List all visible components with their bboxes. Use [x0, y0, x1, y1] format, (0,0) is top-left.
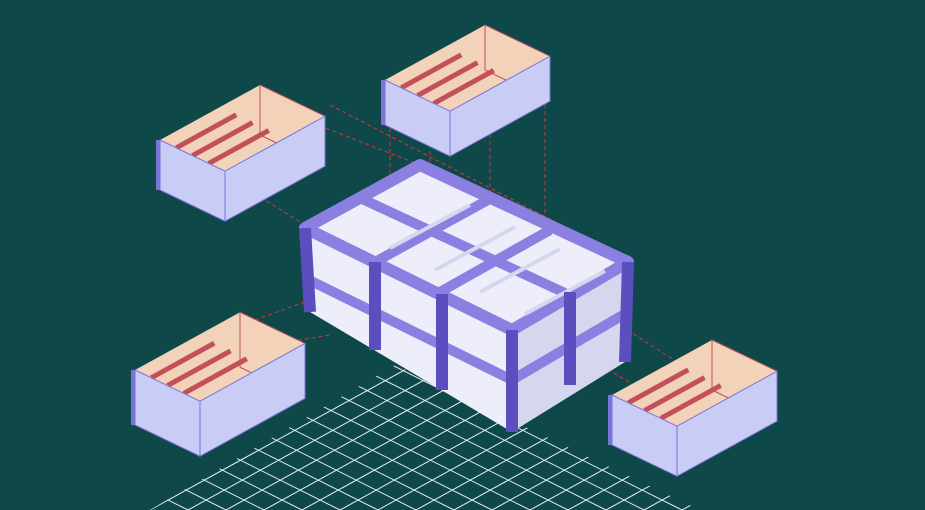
- grid-line: [0, 310, 112, 510]
- grid-line: [0, 290, 132, 510]
- room-corner: [381, 80, 385, 125]
- grid-line: [150, 365, 151, 510]
- grid-line: [0, 310, 74, 510]
- grid-line: [776, 310, 925, 510]
- module-top-center: [381, 24, 551, 158]
- grid-line: [167, 365, 569, 510]
- room-modules: [131, 24, 778, 478]
- grid-line: [225, 365, 627, 510]
- floor-slab-strip: [389, 203, 471, 250]
- floor-slab-strip: [479, 247, 561, 294]
- frame-beam: [357, 193, 568, 298]
- room-partition: [643, 375, 706, 413]
- grid-line: [0, 290, 18, 510]
- grid-line: [150, 365, 341, 510]
- projection-line: [254, 299, 311, 321]
- grid-line: [796, 290, 925, 510]
- module-bottom-left: [131, 311, 306, 458]
- room-side-wall: [676, 370, 778, 478]
- grid-line: [150, 365, 531, 510]
- frame-column: [299, 227, 316, 313]
- room-side-wall: [449, 55, 551, 158]
- room-partition: [416, 60, 479, 98]
- room-partition: [400, 52, 463, 90]
- structural-frame: [299, 159, 634, 432]
- room-partition: [432, 68, 495, 106]
- room-corner: [131, 370, 135, 425]
- grid-line: [187, 365, 589, 510]
- grid-line: [834, 290, 925, 510]
- room-corner: [608, 395, 612, 445]
- room-corner: [156, 140, 160, 190]
- grid-line: [852, 310, 925, 510]
- room-partition: [207, 128, 270, 166]
- room-side-wall: [224, 115, 326, 223]
- room-partition: [182, 356, 248, 396]
- room-side-wall: [199, 342, 306, 458]
- grid-line: [0, 290, 94, 510]
- grid-line: [758, 290, 925, 510]
- grid-line: [205, 365, 607, 510]
- module-top-left: [156, 84, 326, 223]
- room-partition: [659, 383, 722, 421]
- room-partition: [150, 340, 216, 380]
- grid-line: [150, 365, 303, 510]
- frame-beam: [372, 195, 491, 267]
- grid-line: [150, 365, 551, 510]
- grid-line: [529, 365, 700, 510]
- frame-column: [619, 261, 634, 363]
- room-partition: [191, 120, 254, 158]
- grid-line: [814, 310, 925, 510]
- frame-beam: [437, 225, 553, 297]
- room-partition: [627, 367, 690, 405]
- floor-slab-strip: [434, 225, 516, 272]
- grid-line: [0, 310, 36, 510]
- grid-line: [872, 290, 925, 510]
- grid-line: [0, 290, 56, 510]
- module-bottom-right: [608, 339, 778, 478]
- room-partition: [175, 112, 238, 150]
- grid-line: [243, 365, 645, 510]
- grid-line: [910, 290, 925, 510]
- room-partition: [166, 348, 232, 388]
